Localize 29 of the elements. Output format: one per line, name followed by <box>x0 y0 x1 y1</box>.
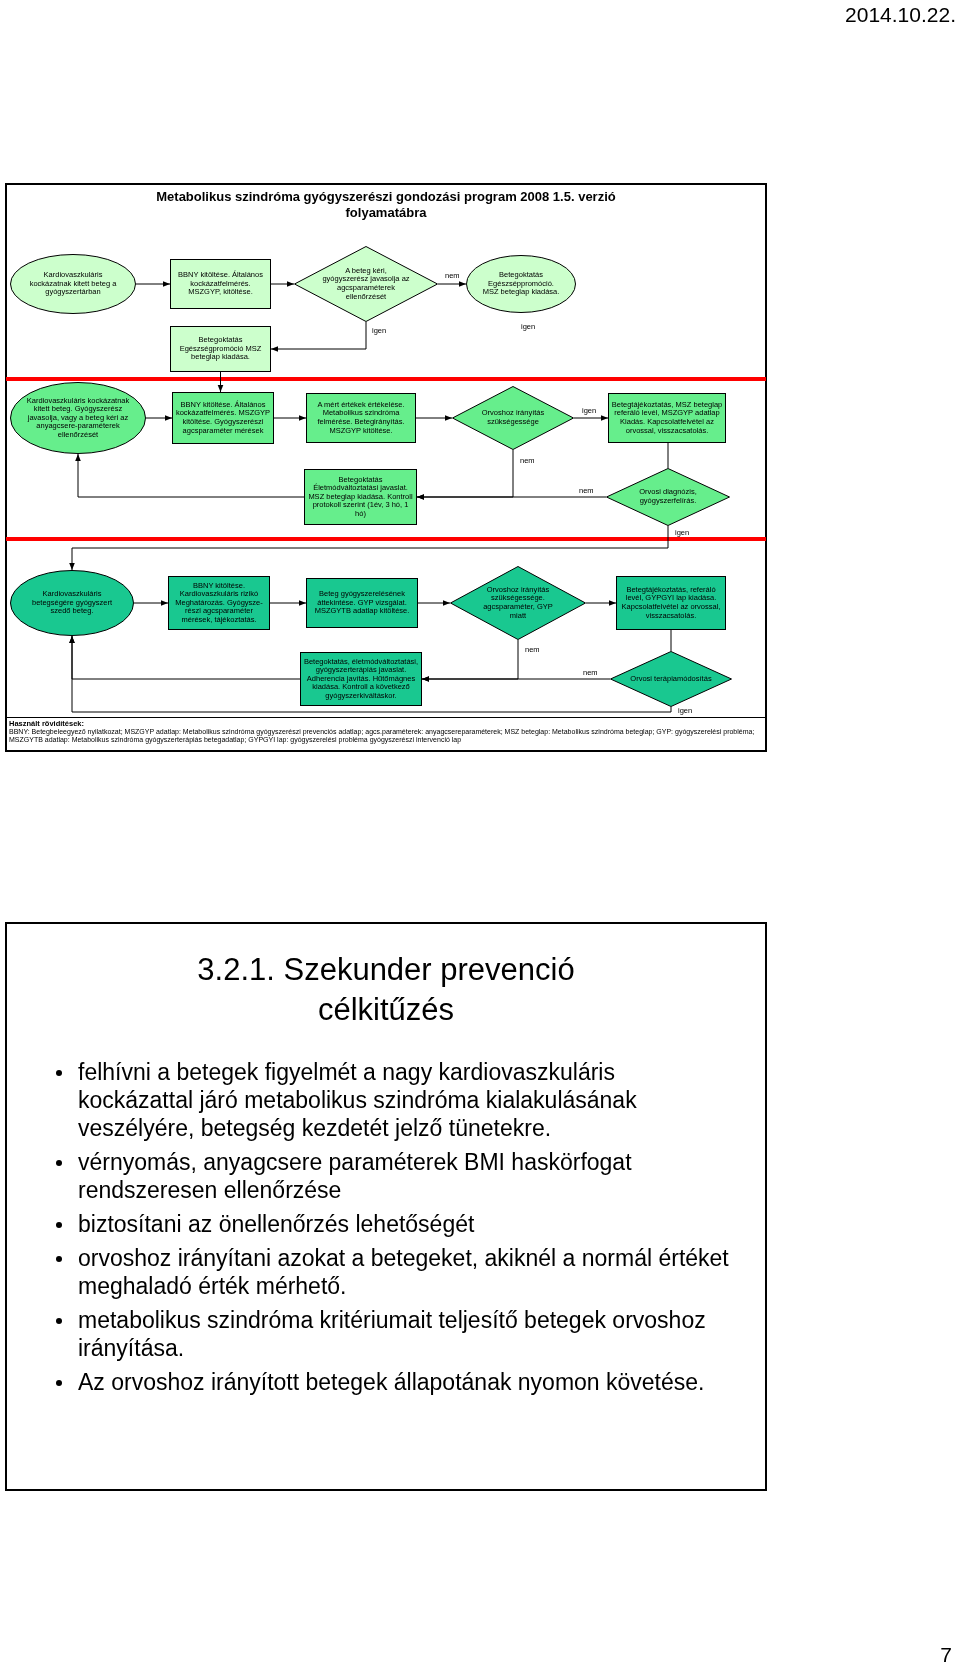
page-number: 7 <box>940 1643 952 1667</box>
bullet-text: Az orvoshoz irányított betegek állapotának nyomon követése. <box>78 1368 706 1396</box>
arrow <box>145 415 173 421</box>
date-text: 2014.10.22. <box>845 3 956 27</box>
arrow <box>421 676 611 682</box>
bullet-text: biztosítani az önellenőrzés lehetőségét <box>78 1210 476 1238</box>
arrow <box>217 371 224 393</box>
arrow <box>75 453 305 498</box>
bullet-text: orvoshoz irányítani azokat a betegeket, akiknél a normál értéket meghaladó érték mérhető. <box>78 1244 730 1300</box>
slide-title: 3.2.1. Szekunder prevenció célkitűzés <box>196 951 576 1029</box>
arrow <box>585 600 617 606</box>
arrow <box>133 600 169 606</box>
connector-line <box>667 442 669 469</box>
arrow <box>69 635 672 713</box>
arrow <box>573 415 609 421</box>
connector-line <box>670 629 672 652</box>
arrow <box>270 321 367 352</box>
arrow <box>269 600 307 606</box>
bullet-text: metabolikus szindróma kritériumait teljesítő betegek orvoshoz irányítása. <box>78 1306 707 1362</box>
arrow <box>437 281 467 287</box>
arrow <box>69 525 669 571</box>
arrow <box>273 415 307 421</box>
arrow <box>415 415 453 421</box>
diagram-title: Metabolikus szindróma gyógyszerészi gondozási program 2008 1.5. verzió folyamatábra <box>155 189 617 221</box>
arrow <box>416 494 607 500</box>
arrow <box>135 281 171 287</box>
arrow <box>417 600 451 606</box>
bullet-text: felhívni a betegek figyelmét a nagy kardiovaszkuláris kockázattal járó metabolikus szindróma kialakulásának veszélyére, betegség kezdetét jelző tünetekre. <box>78 1058 638 1142</box>
arrow <box>270 281 295 287</box>
